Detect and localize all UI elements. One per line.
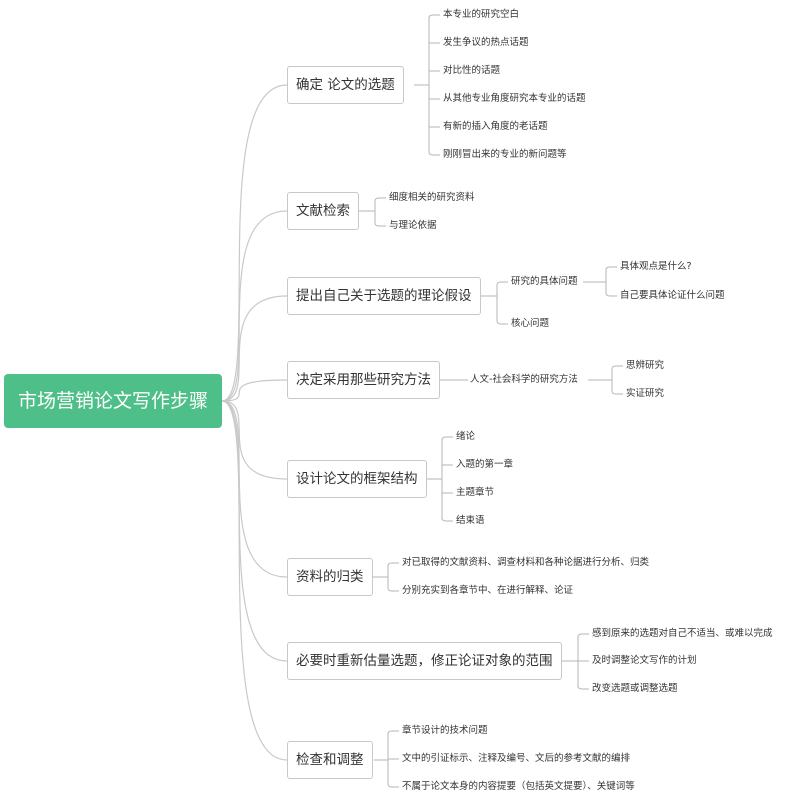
root-link-2 — [221, 295, 288, 402]
branch-7-bracket-top — [577, 633, 589, 638]
leaf-node[interactable]: 思辨研究 — [626, 360, 665, 371]
leaf-node[interactable]: 分别充实到各章节中、在进行解释、论证 — [402, 585, 574, 596]
leaf-node[interactable]: 对已取得的文献资料、调查材料和各种论据进行分析、归类 — [402, 557, 650, 568]
subtopic-2-0-bracket-bottom — [605, 292, 617, 297]
branch-node-3[interactable]: 提出自己关于选题的理论假设 — [287, 277, 481, 315]
leaf-node[interactable]: 本专业的研究空白 — [443, 9, 520, 20]
root-link-5 — [221, 400, 288, 578]
branch-node-2[interactable]: 文献检索 — [287, 192, 359, 230]
leaf-node[interactable]: 细度相关的研究资料 — [389, 192, 475, 203]
leaf-node[interactable]: 发生争议的热点话题 — [443, 37, 529, 48]
leaf-node[interactable]: 实证研究 — [626, 388, 665, 399]
branch-node-1[interactable]: 确定 论文的选题 — [287, 66, 404, 104]
leaf-node[interactable]: 及时调整论文写作的计划 — [592, 655, 697, 666]
branch-7-bracket-bottom — [577, 685, 589, 690]
root-node[interactable]: 市场营销论文写作步骤 — [4, 374, 222, 428]
root-link-7 — [221, 400, 288, 761]
leaf-node[interactable]: 结束语 — [456, 515, 485, 526]
leaf-node[interactable]: 改变选题或调整选题 — [592, 683, 678, 694]
branch-node-5[interactable]: 设计论文的框架结构 — [287, 460, 427, 498]
branch-8-bracket-bottom — [387, 783, 399, 788]
leaf-node[interactable]: 与理论依据 — [389, 220, 437, 231]
leaf-node[interactable]: 主题章节 — [456, 487, 495, 498]
leaf-node[interactable]: 核心问题 — [511, 318, 550, 329]
leaf-node[interactable]: 对比性的话题 — [443, 65, 501, 76]
branch-node-8[interactable]: 检查和调整 — [287, 741, 373, 779]
leaf-node[interactable]: 有新的插入角度的老话题 — [443, 121, 548, 132]
branch-2-bracket-bottom — [374, 222, 386, 227]
subtopic-3-0-bracket-bottom — [611, 390, 623, 395]
branch-5-bracket-top — [441, 436, 453, 441]
branch-8-bracket-top — [387, 730, 399, 735]
root-link-0 — [221, 84, 288, 402]
branch-node-4[interactable]: 决定采用那些研究方法 — [287, 361, 440, 399]
branch-2-bracket-top — [374, 197, 386, 202]
leaf-node[interactable]: 自己要具体论证什么问题 — [620, 290, 725, 301]
root-link-6 — [221, 400, 288, 662]
root-link-1 — [221, 210, 288, 402]
branch-5-bracket-bottom — [441, 517, 453, 522]
leaf-node[interactable]: 从其他专业角度研究本专业的话题 — [443, 93, 586, 104]
leaf-node[interactable]: 刚刚冒出来的专业的新问题等 — [443, 149, 567, 160]
branch-node-7[interactable]: 必要时重新估量选题，修正论证对象的范围 — [287, 642, 562, 680]
branch-6-bracket-top — [387, 562, 399, 567]
root-link-4 — [221, 400, 288, 480]
leaf-node[interactable]: 入题的第一章 — [456, 459, 514, 470]
leaf-node[interactable]: 绪论 — [456, 431, 476, 442]
subtopic-node[interactable]: 研究的具体问题 — [511, 276, 578, 287]
root-link-3 — [221, 379, 288, 402]
leaf-node[interactable]: 章节设计的技术问题 — [402, 725, 488, 736]
branch-node-6[interactable]: 资料的归类 — [287, 558, 373, 596]
leaf-node[interactable]: 文中的引证标示、注释及编号、文后的参考文献的编排 — [402, 753, 631, 764]
branch-3-bracket-bottom — [496, 320, 508, 325]
branch-1-bracket-top — [428, 14, 440, 19]
subtopic-3-0-bracket-top — [611, 365, 623, 370]
leaf-node[interactable]: 感到原来的选题对自己不适当、或难以完成 — [592, 628, 773, 639]
branch-3-bracket-top — [496, 281, 508, 286]
leaf-node[interactable]: 具体观点是什么? — [620, 261, 692, 272]
subtopic-2-0-bracket-top — [605, 266, 617, 271]
branch-1-bracket-bottom — [428, 151, 440, 156]
branch-6-bracket-bottom — [387, 587, 399, 592]
subtopic-node[interactable]: 人文-社会科学的研究方法 — [470, 374, 578, 385]
leaf-node[interactable]: 不属于论文本身的内容提要（包括英文提要）、关键词等 — [402, 781, 635, 792]
